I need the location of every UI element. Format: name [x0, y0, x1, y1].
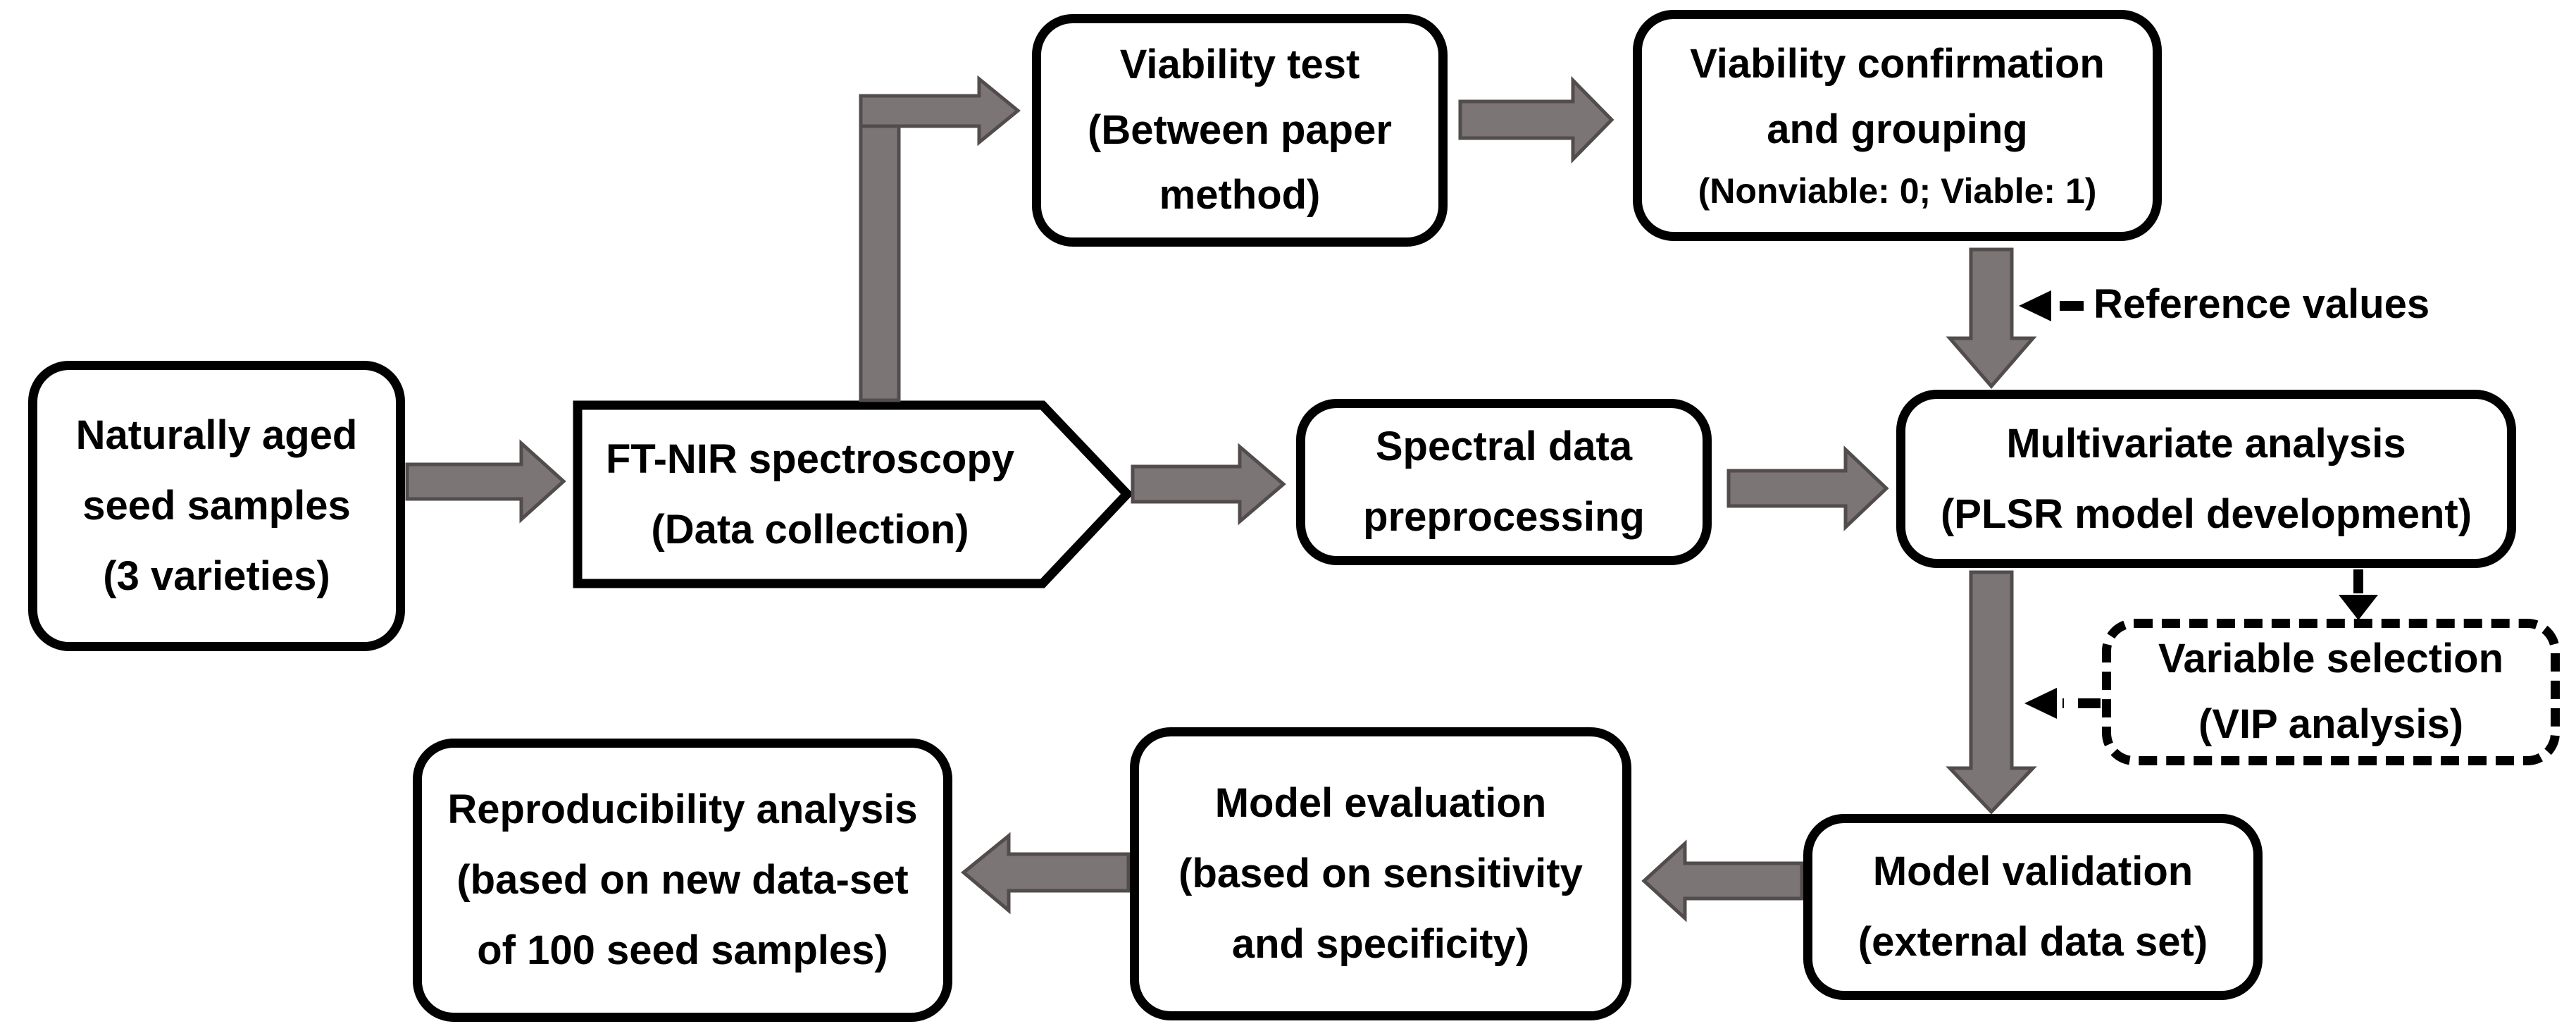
box-line: Multivariate analysis — [2006, 420, 2406, 467]
arrow-seed-to-ftnir — [405, 439, 566, 524]
box-line: (external data set) — [1858, 919, 2208, 965]
box-line: (Between paper — [1088, 106, 1392, 153]
arrow-validation-to-evaluation — [1641, 839, 1804, 922]
box-line: Naturally aged — [75, 412, 358, 459]
box-line: of 100 seed samples) — [477, 927, 888, 973]
box-spectral-data-preprocessing: Spectral data preprocessing — [1296, 399, 1712, 565]
arrow-ftnir-to-spectral — [1131, 443, 1286, 526]
box-line: (VIP analysis) — [2198, 701, 2464, 747]
box-line: FT-NIR spectroscopy — [605, 436, 1015, 482]
box-line: (based on new data-set — [456, 857, 909, 903]
dashed-arrow-multivariate-to-variable-selection — [2339, 569, 2378, 620]
box-multivariate-analysis: Multivariate analysis (PLSR model develo… — [1896, 390, 2516, 568]
arrow-confirmation-to-multivariate — [1946, 247, 2037, 389]
box-line: Variable selection — [2158, 636, 2504, 682]
box-line: (PLSR model development) — [1940, 490, 2472, 537]
box-variable-selection: Variable selection (VIP analysis) — [2102, 619, 2560, 765]
box-line: preprocessing — [1363, 494, 1645, 540]
ftnir-pentagon-shape — [573, 400, 1133, 588]
box-line: Model validation — [1872, 848, 2194, 895]
box-line: Spectral data — [1375, 424, 1633, 470]
box-line: and grouping — [1767, 106, 2028, 152]
arrow-spectral-to-multivariate — [1726, 445, 1889, 531]
box-line: Reproducibility analysis — [447, 786, 918, 833]
arrow-ftnir-to-viability-test — [859, 75, 1021, 402]
box-line: Viability test — [1119, 41, 1360, 87]
box-ftnir-spectroscopy: FT-NIR spectroscopy (Data collection) — [578, 405, 1043, 584]
box-viability-confirmation: Viability confirmation and grouping (Non… — [1633, 10, 2162, 241]
dashed-arrow-reference-values — [2019, 290, 2084, 321]
arrow-elbow-vertical-segment — [859, 97, 901, 402]
arrow-multivariate-to-validation — [1946, 570, 2037, 815]
dashed-arrow-variable-selection-feedback — [2024, 688, 2101, 719]
box-model-evaluation: Model evaluation (based on sensitivity a… — [1130, 727, 1631, 1020]
box-line: and specificity) — [1231, 920, 1530, 967]
box-reproducibility-analysis: Reproducibility analysis (based on new d… — [413, 739, 952, 1022]
reference-values-label: Reference values — [2093, 281, 2430, 327]
box-line: (Nonviable: 0; Viable: 1) — [1698, 171, 2097, 211]
box-line: Model evaluation — [1214, 780, 1547, 827]
box-line: (Data collection) — [651, 506, 969, 552]
box-line: Viability confirmation — [1690, 41, 2105, 87]
arrow-test-to-confirmation — [1458, 75, 1614, 164]
arrow-evaluation-to-reproducibility — [961, 832, 1131, 915]
box-model-validation: Model validation (external data set) — [1803, 814, 2263, 1000]
box-line: method) — [1159, 172, 1321, 218]
box-line: (3 varieties) — [103, 552, 330, 599]
box-naturally-aged-seed-samples: Naturally aged seed samples (3 varieties… — [28, 361, 405, 651]
box-viability-test: Viability test (Between paper method) — [1032, 14, 1448, 247]
box-line: (based on sensitivity — [1178, 851, 1583, 897]
box-line: seed samples — [82, 483, 351, 529]
arrow-elbow-horizontal-segment — [859, 75, 1021, 147]
